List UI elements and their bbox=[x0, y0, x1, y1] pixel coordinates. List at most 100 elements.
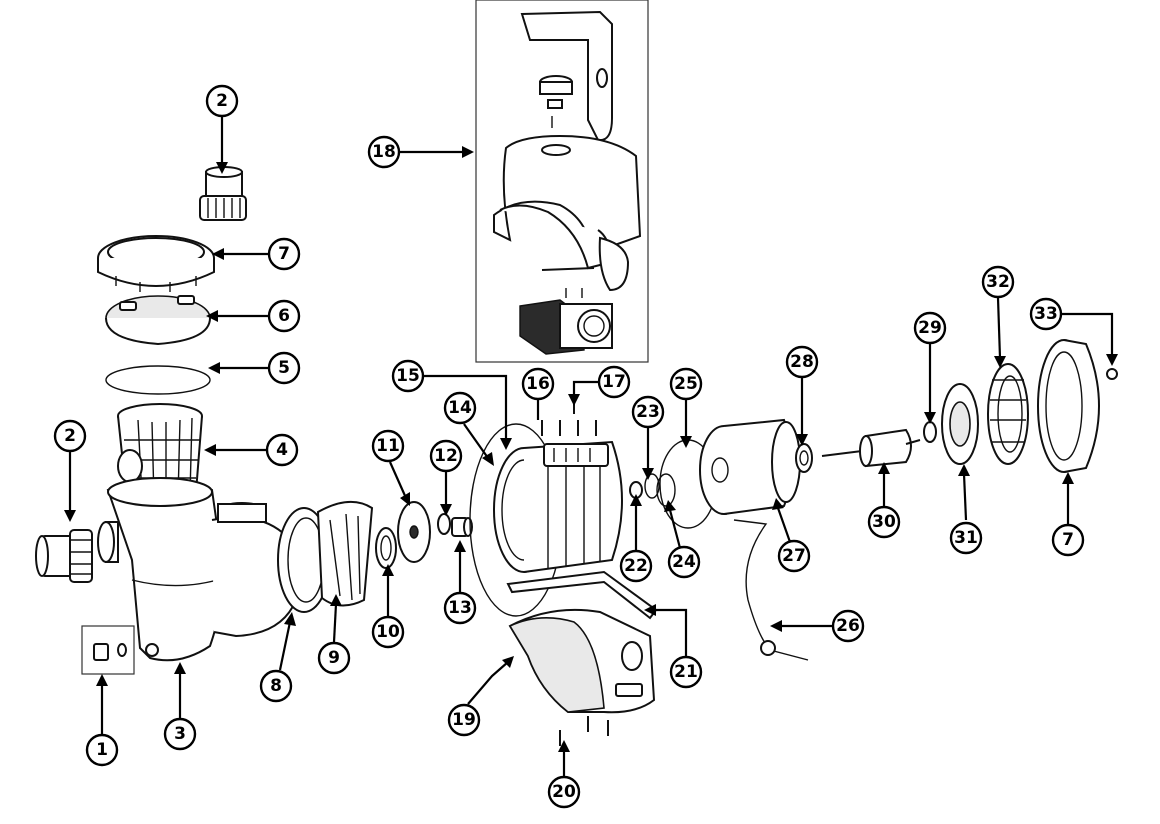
callout-12-label: 12 bbox=[434, 446, 458, 466]
part-7-lid-ring bbox=[97, 235, 215, 292]
callout-18-label: 18 bbox=[372, 142, 396, 162]
callout-28: 28 bbox=[785, 345, 819, 379]
callout-4: 4 bbox=[265, 433, 299, 467]
callout-22: 22 bbox=[619, 549, 653, 583]
part-27-stator bbox=[699, 418, 801, 515]
callout-8: 8 bbox=[259, 669, 293, 703]
callout-30-label: 30 bbox=[872, 512, 896, 532]
callout-23-label: 23 bbox=[636, 402, 660, 422]
callout-18: 18 bbox=[367, 135, 401, 169]
part-32-ring bbox=[987, 363, 1029, 465]
part-13-seal bbox=[451, 517, 473, 537]
callout-27: 27 bbox=[777, 539, 811, 573]
callout-24: 24 bbox=[667, 545, 701, 579]
callout-5: 5 bbox=[267, 351, 301, 385]
part-11-impeller bbox=[397, 501, 431, 563]
callout-2-label: 2 bbox=[64, 426, 76, 446]
callout-29-label: 29 bbox=[918, 318, 942, 338]
callout-19-label: 19 bbox=[452, 710, 476, 730]
part-29-bearing bbox=[923, 421, 937, 443]
part-18-inset bbox=[475, 0, 649, 363]
callout-26-label: 26 bbox=[836, 616, 860, 636]
callout-3-label: 3 bbox=[174, 724, 186, 744]
callout-25: 25 bbox=[669, 367, 703, 401]
callout-11-label: 11 bbox=[376, 436, 400, 456]
callout-11: 11 bbox=[371, 429, 405, 463]
callout-17-label: 17 bbox=[602, 372, 626, 392]
callout-16: 16 bbox=[521, 367, 555, 401]
callout-27-label: 27 bbox=[782, 546, 806, 566]
part-19-base bbox=[508, 608, 656, 714]
callout-6: 6 bbox=[267, 299, 301, 333]
callout-6-label: 6 bbox=[278, 306, 290, 326]
part-15-motor-housing bbox=[493, 440, 623, 573]
callout-20: 20 bbox=[547, 775, 581, 809]
part-10-ring bbox=[375, 527, 397, 569]
callout-3: 3 bbox=[163, 717, 197, 751]
callout-29: 29 bbox=[913, 311, 947, 345]
callout-16-label: 16 bbox=[526, 374, 550, 394]
callout-9: 9 bbox=[317, 641, 351, 675]
part-7-end-cover bbox=[1037, 339, 1100, 473]
part-6-lid bbox=[105, 295, 211, 346]
part-1-drain-plug bbox=[81, 625, 135, 675]
part-28-bearing bbox=[795, 443, 813, 473]
callout-15: 15 bbox=[391, 359, 425, 393]
part-31-end-cap bbox=[941, 383, 979, 465]
callout-24-label: 24 bbox=[672, 552, 696, 572]
callout-10: 10 bbox=[371, 615, 405, 649]
callout-5-label: 5 bbox=[278, 358, 290, 378]
callout-23: 23 bbox=[631, 395, 665, 429]
callout-26: 26 bbox=[831, 609, 865, 643]
callout-31-label: 31 bbox=[954, 528, 978, 548]
callout-15-label: 15 bbox=[396, 366, 420, 386]
callout-8-label: 8 bbox=[270, 676, 282, 696]
callout-22-label: 22 bbox=[624, 556, 648, 576]
callout-32: 32 bbox=[981, 265, 1015, 299]
callout-13-label: 13 bbox=[448, 598, 472, 618]
callout-7: 7 bbox=[267, 237, 301, 271]
part-16-screws bbox=[541, 420, 597, 436]
callout-7-label: 7 bbox=[1062, 530, 1074, 550]
callout-13: 13 bbox=[443, 591, 477, 625]
part-12-washer bbox=[437, 513, 451, 535]
part-2-side-union bbox=[35, 529, 93, 583]
callout-7: 7 bbox=[1051, 523, 1085, 557]
callout-14: 14 bbox=[443, 391, 477, 425]
callout-1-label: 1 bbox=[96, 740, 108, 760]
callout-28-label: 28 bbox=[790, 352, 814, 372]
part-33-plug bbox=[1106, 368, 1118, 380]
part-26-cable bbox=[733, 519, 809, 661]
callout-2: 2 bbox=[53, 419, 87, 453]
callout-10-label: 10 bbox=[376, 622, 400, 642]
part-23-oring bbox=[644, 473, 660, 499]
part-3-strainer-housing bbox=[97, 477, 300, 662]
callout-30: 30 bbox=[867, 505, 901, 539]
part-30-rotor bbox=[821, 428, 921, 468]
part-9-diffuser bbox=[316, 501, 374, 607]
callout-25-label: 25 bbox=[674, 374, 698, 394]
callout-21-label: 21 bbox=[674, 662, 698, 682]
part-5-oring bbox=[105, 365, 211, 395]
callout-33-label: 33 bbox=[1034, 304, 1058, 324]
part-20-screws bbox=[559, 716, 609, 746]
callout-32-label: 32 bbox=[986, 272, 1010, 292]
callout-19: 19 bbox=[447, 703, 481, 737]
callout-20-label: 20 bbox=[552, 782, 576, 802]
callout-21: 21 bbox=[669, 655, 703, 689]
callout-1: 1 bbox=[85, 733, 119, 767]
part-2-top-union bbox=[199, 166, 247, 221]
callout-12: 12 bbox=[429, 439, 463, 473]
callout-17: 17 bbox=[597, 365, 631, 399]
part-21-bracket bbox=[506, 570, 658, 620]
callout-33: 33 bbox=[1029, 297, 1063, 331]
callout-14-label: 14 bbox=[448, 398, 472, 418]
callout-2-label: 2 bbox=[216, 91, 228, 111]
callout-7-label: 7 bbox=[278, 244, 290, 264]
callout-2: 2 bbox=[205, 84, 239, 118]
callout-9-label: 9 bbox=[328, 648, 340, 668]
leader-lines bbox=[64, 117, 1118, 776]
callout-4-label: 4 bbox=[276, 440, 288, 460]
callout-31: 31 bbox=[949, 521, 983, 555]
